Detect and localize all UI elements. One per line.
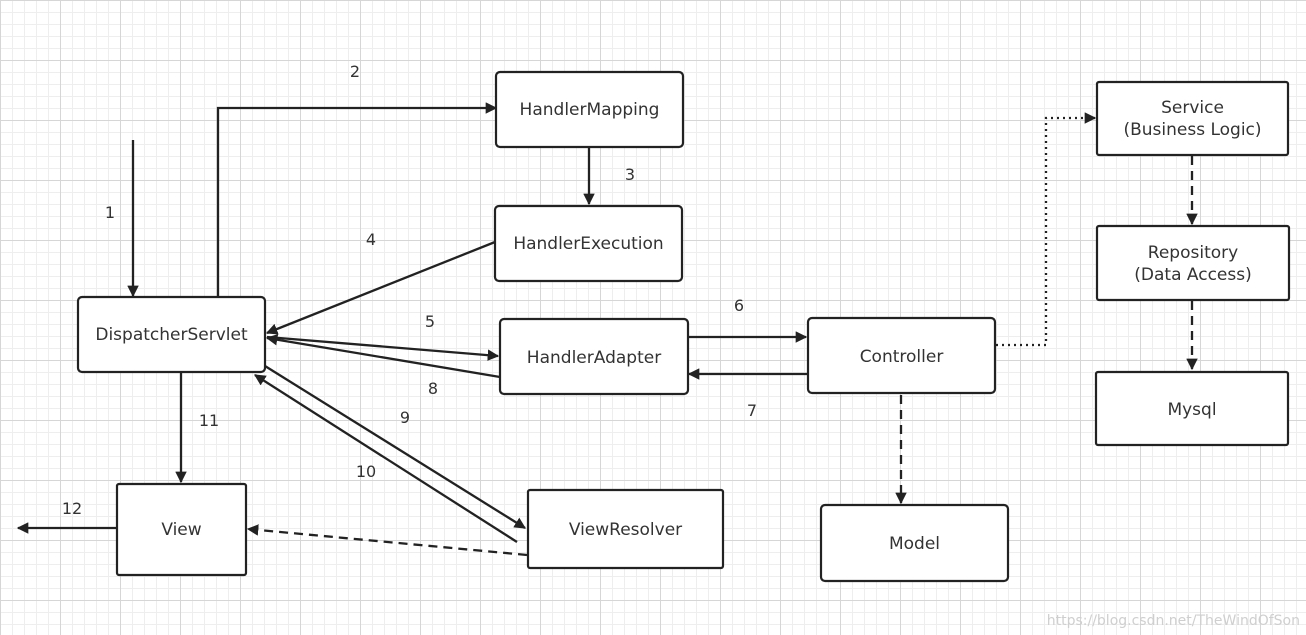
node-view-label: View [161, 520, 201, 540]
node-service: Service (Business Logic) [1095, 80, 1290, 157]
node-handler-adapter: HandlerAdapter [498, 317, 690, 396]
node-repository-sublabel: (Data Access) [1134, 265, 1251, 285]
step-label-3: 3 [625, 165, 635, 184]
edge-10-to-dispatcher [254, 374, 518, 543]
node-service-sublabel: (Business Logic) [1123, 120, 1261, 140]
edge-2-to-handler-mapping [216, 102, 498, 296]
node-repository: Repository (Data Access) [1095, 224, 1291, 302]
node-handler-execution: HandlerExecution [493, 204, 684, 283]
edge-9-to-view-resolver [264, 365, 526, 529]
node-service-label: Service [1161, 98, 1224, 118]
node-handler-adapter-label: HandlerAdapter [527, 348, 661, 368]
step-label-12: 12 [62, 499, 82, 518]
step-label-2: 2 [350, 62, 360, 81]
step-label-9: 9 [400, 408, 410, 427]
node-dispatcher-servlet-label: DispatcherServlet [95, 325, 248, 345]
watermark: https://blog.csdn.net/TheWindOfSon [1046, 613, 1300, 629]
node-view: View [115, 482, 248, 577]
edges [16, 102, 1198, 557]
edge-8-to-dispatcher [265, 334, 501, 379]
node-handler-mapping: HandlerMapping [494, 70, 685, 149]
edge-controller-to-service [996, 112, 1097, 347]
step-labels: 1 2 3 4 5 6 7 8 9 10 11 12 [62, 62, 757, 518]
node-model: Model [819, 503, 1010, 583]
node-repository-label: Repository [1148, 243, 1238, 263]
step-label-1: 1 [105, 203, 115, 222]
node-mysql-label: Mysql [1167, 400, 1216, 420]
node-handler-mapping-label: HandlerMapping [520, 100, 660, 120]
node-controller-label: Controller [860, 347, 944, 367]
edge-view-resolver-to-view [246, 524, 528, 557]
node-dispatcher-servlet: DispatcherServlet [76, 295, 267, 374]
step-label-11: 11 [199, 411, 219, 430]
node-model-label: Model [889, 534, 940, 554]
node-handler-execution-label: HandlerExecution [513, 234, 663, 254]
edge-5-to-handler-adapter [266, 335, 500, 361]
step-label-7: 7 [747, 401, 757, 420]
node-controller: Controller [806, 316, 997, 395]
step-label-10: 10 [356, 462, 376, 481]
step-label-5: 5 [425, 312, 435, 331]
step-label-4: 4 [366, 230, 376, 249]
node-view-resolver-label: ViewResolver [569, 520, 682, 540]
edge-4-to-dispatcher [265, 240, 496, 335]
node-mysql: Mysql [1094, 370, 1290, 447]
step-label-8: 8 [428, 379, 438, 398]
node-view-resolver: ViewResolver [526, 488, 725, 570]
step-label-6: 6 [734, 296, 744, 315]
